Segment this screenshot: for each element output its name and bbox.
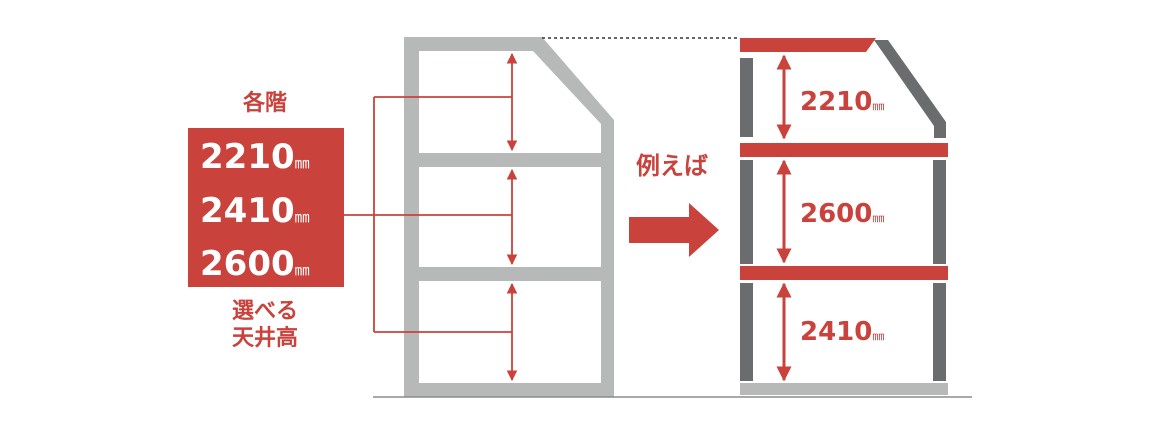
right-pillar-right-3: [933, 283, 946, 381]
height-option-2-value: 2410: [200, 191, 295, 231]
right-ground-slab: [740, 383, 948, 395]
right-top-floor-height-value: 2210: [800, 87, 872, 117]
right-arrow-icon: [629, 203, 719, 257]
right-top-floor-height: 2210㎜: [800, 87, 884, 117]
left-floor-top-interior: [419, 51, 601, 153]
right-middle-floor-height: 2600㎜: [800, 199, 884, 229]
heights-box: [188, 128, 344, 287]
right-pillar-left-1: [740, 58, 753, 137]
right-pillar-roof-slope: [874, 40, 946, 138]
height-option-1-unit: ㎜: [295, 154, 310, 172]
right-roof-slab: [740, 38, 876, 52]
height-option-2-unit: ㎜: [295, 208, 310, 226]
right-bottom-floor-height-unit: ㎜: [872, 329, 884, 343]
height-option-3-value: 2600: [200, 244, 295, 284]
height-option-3-unit: ㎜: [295, 261, 310, 279]
right-middle-floor-height-unit: ㎜: [872, 211, 884, 225]
right-pillar-left-2: [740, 160, 753, 264]
right-middle-floor-height-value: 2600: [800, 199, 872, 229]
right-bottom-floor-height: 2410㎜: [800, 317, 884, 347]
right-floor-slab-1: [740, 266, 948, 280]
right-floor-slab-2: [740, 143, 948, 157]
height-option-2: 2410㎜: [200, 191, 310, 231]
connector-bracket: [344, 96, 512, 333]
right-pillar-left-3: [740, 283, 753, 381]
left-floor-middle-interior: [419, 167, 601, 267]
height-option-1: 2210㎜: [200, 137, 310, 177]
height-option-3: 2600㎜: [200, 244, 310, 284]
each-floor-label: 各階: [242, 90, 287, 116]
example-label: 例えば: [636, 152, 708, 180]
ceiling-height-label-line2: 天井高: [232, 325, 298, 351]
selectable-label-line1: 選べる: [232, 299, 298, 324]
right-building: 2210㎜ 2600㎜ 2410㎜: [740, 38, 948, 395]
height-option-1-value: 2210: [200, 137, 295, 177]
right-bottom-floor-height-value: 2410: [800, 317, 872, 347]
right-top-floor-height-unit: ㎜: [872, 99, 884, 113]
right-pillar-right-2: [933, 160, 946, 264]
left-building: [404, 37, 614, 397]
